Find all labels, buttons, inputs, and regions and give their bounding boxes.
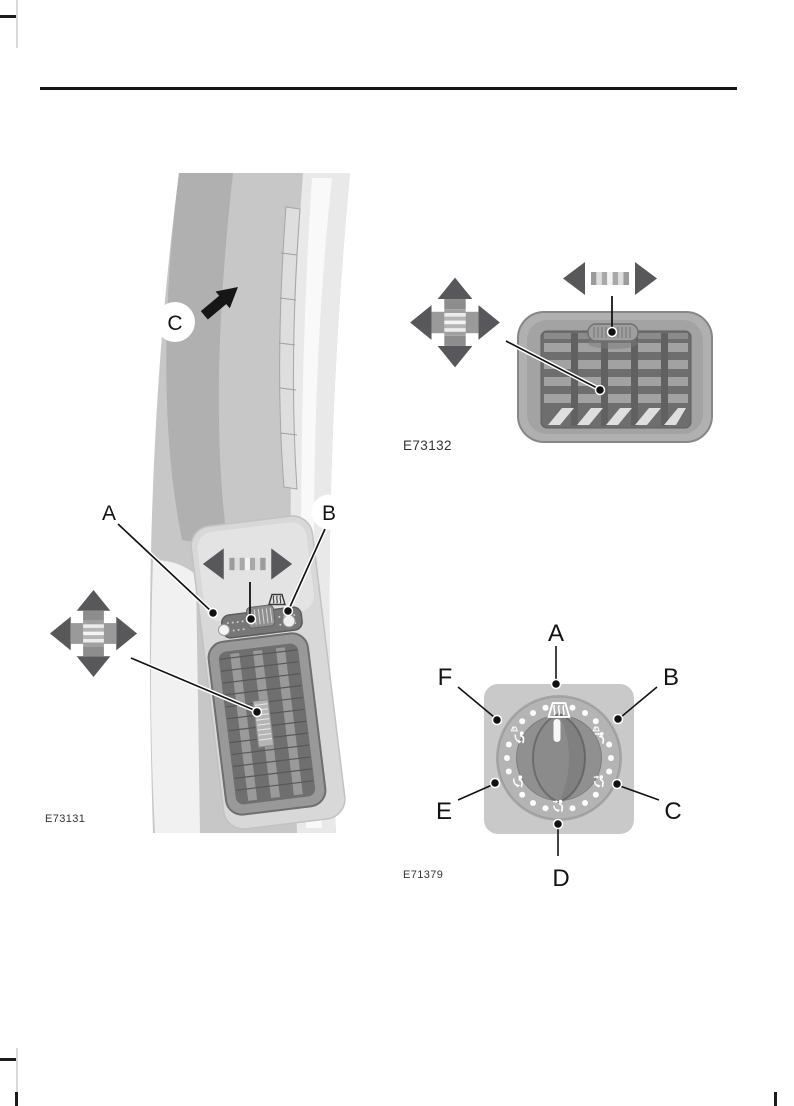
figure-code-e73132: E73132 — [403, 438, 452, 453]
door-vent-grille — [207, 632, 327, 816]
crop-mark-bottom-left-tick — [15, 1092, 18, 1106]
four-way-adjust-arrow-icon — [49, 589, 138, 678]
figure-code-e73131: E73131 — [45, 813, 86, 825]
leader-lines — [116, 522, 328, 718]
pillar-vent-slot — [279, 206, 301, 490]
dial-index-mark — [553, 719, 561, 742]
demist-symbol-icon — [268, 593, 286, 606]
dial-knob-shading — [559, 714, 585, 802]
callout-a-label: A — [548, 620, 564, 647]
callout-b-label: B — [663, 664, 679, 691]
pillar-vent-slot-ticks — [278, 252, 298, 436]
callout-c: C — [155, 302, 195, 342]
callout-f-label: F — [438, 664, 453, 691]
leader-lines — [457, 646, 660, 856]
callout-b-label: B — [322, 502, 336, 525]
header-rule — [40, 87, 737, 90]
bezel-screw-right — [282, 614, 296, 628]
callout-b: B — [311, 494, 347, 530]
figure-code-e71379: E71379 — [403, 869, 444, 881]
crop-mark-bottom-left-vertical — [16, 1048, 18, 1092]
callout-d-label: D — [552, 865, 569, 892]
crop-mark-top-left — [0, 15, 16, 18]
figure-door-pillar-vent: C — [49, 173, 350, 833]
panel-vent-grille — [517, 311, 713, 443]
four-way-adjust-arrow-icon — [410, 277, 500, 368]
figure-instrument-panel-vent — [410, 262, 713, 443]
leader-lines — [504, 296, 618, 396]
angled-vanes — [548, 408, 686, 425]
figure-air-distribution-dial: A B C D E F — [436, 620, 682, 892]
callout-a-label: A — [102, 502, 116, 525]
callout-e-label: E — [436, 798, 452, 825]
callout-c-label: C — [167, 312, 182, 335]
crop-mark-bottom-left — [0, 1058, 16, 1061]
vent-direction-arrow-icon — [200, 287, 238, 320]
crop-mark-bottom-right-tick — [774, 1092, 777, 1106]
dial-dots — [504, 704, 614, 812]
bezel-screw-left — [218, 624, 230, 636]
leader-dots — [489, 678, 624, 830]
callout-c-label: C — [664, 798, 681, 825]
horizontal-slide-arrow-icon — [563, 262, 657, 295]
crop-mark-top-left-vertical — [16, 0, 18, 48]
